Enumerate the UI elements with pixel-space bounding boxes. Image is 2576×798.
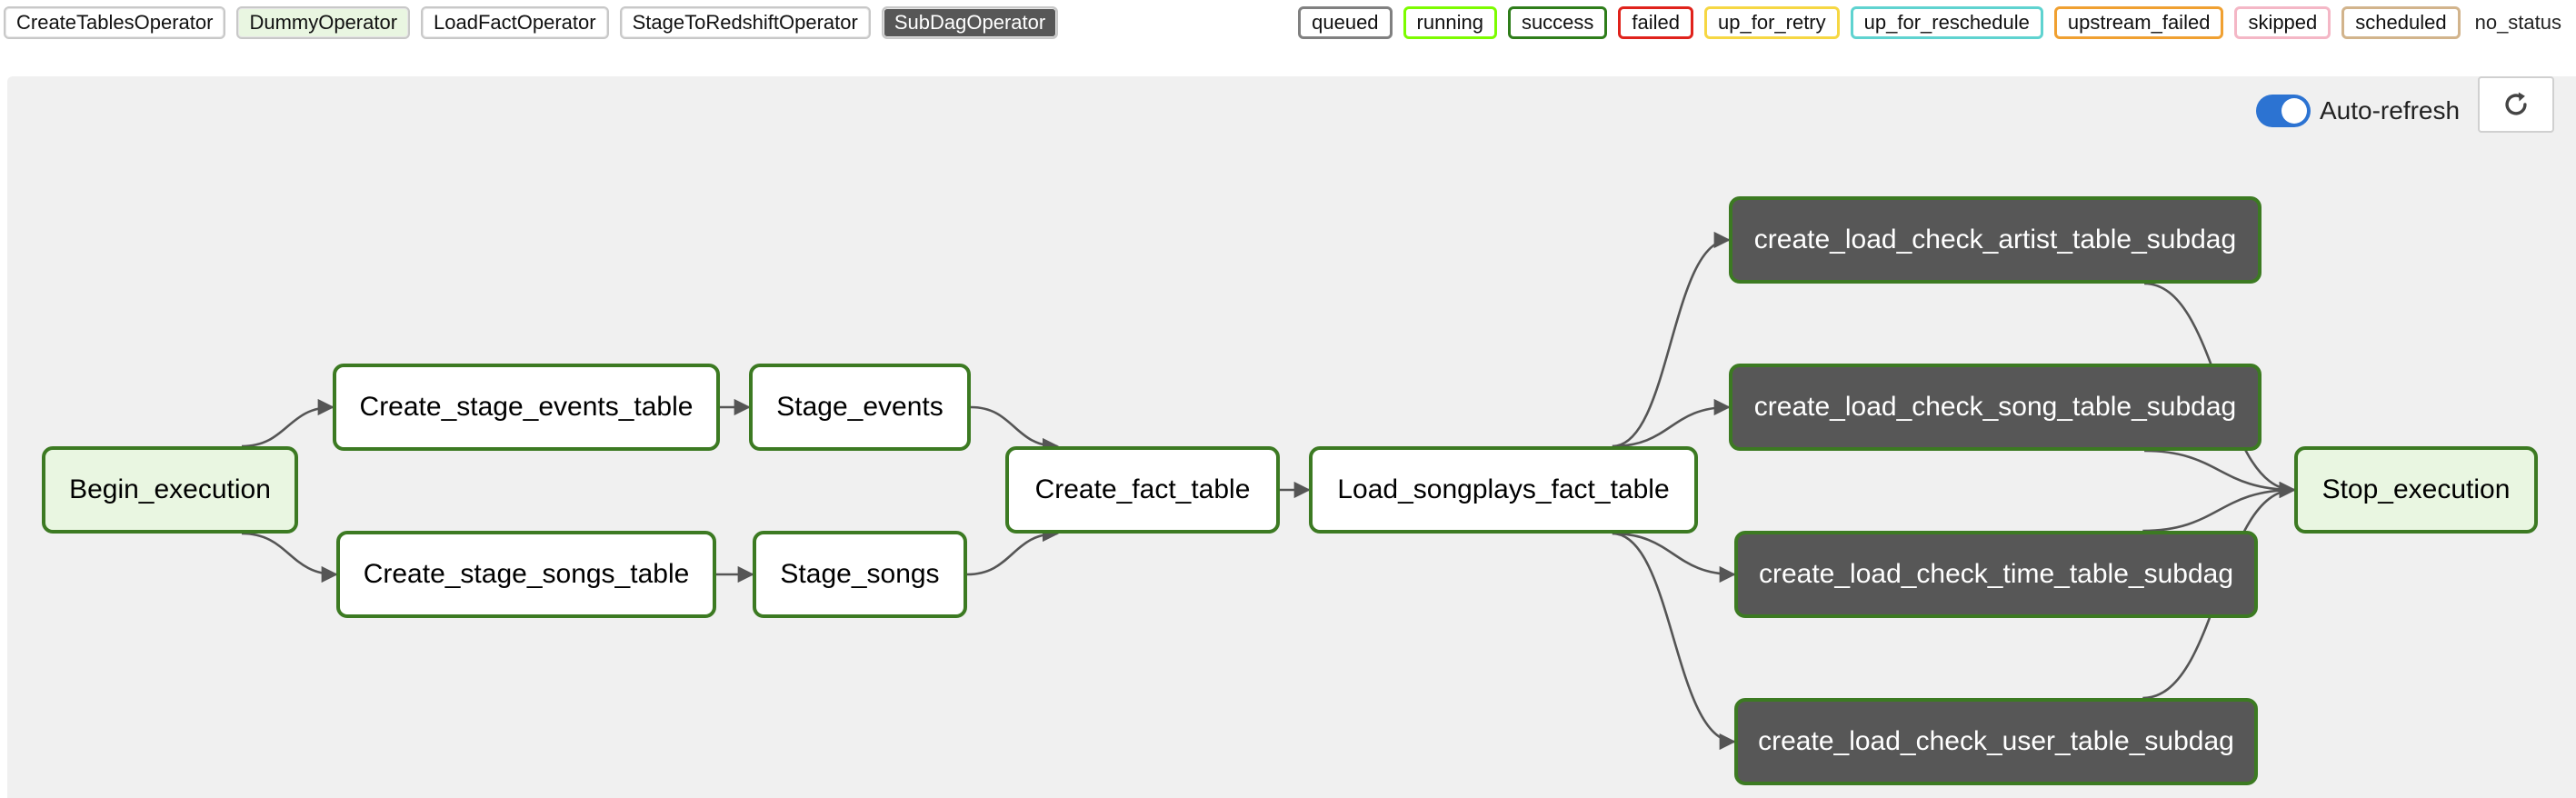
- legend-status-up-for-reschedule[interactable]: up_for_reschedule: [1850, 6, 2043, 39]
- legend-operator-loadfact[interactable]: LoadFactOperator: [421, 6, 609, 39]
- task-label: Create_fact_table: [1034, 474, 1251, 504]
- refresh-icon: [2505, 92, 2527, 115]
- legend-operator-stagetoredshift[interactable]: StageToRedshiftOperator: [619, 6, 871, 39]
- edge-load_songplays_fact_table-to-song_subdag: [1612, 398, 1731, 448]
- task-node-stage-events[interactable]: Stage_events: [749, 364, 971, 451]
- task-label: create_load_check_artist_table_subdag: [1753, 224, 2237, 254]
- task-node-begin-execution[interactable]: Begin_execution: [42, 446, 298, 534]
- task-node-user-subdag[interactable]: create_load_check_user_table_subdag: [1734, 698, 2258, 785]
- auto-refresh-control[interactable]: Auto-refresh: [2256, 93, 2460, 129]
- edge-time_subdag-to-stop_execution: [2142, 481, 2296, 533]
- task-label: Stage_events: [776, 392, 944, 422]
- task-label: create_load_check_time_table_subdag: [1758, 559, 2234, 589]
- status-legend: queued running success failed up_for_ret…: [1298, 5, 2565, 40]
- task-label: Stage_songs: [780, 559, 940, 589]
- edge-load_songplays_fact_table-to-user_subdag: [1612, 532, 1736, 751]
- edge-load_songplays_fact_table-to-artist_subdag: [1612, 231, 1731, 448]
- task-label: Create_stage_songs_table: [363, 559, 690, 589]
- auto-refresh-label: Auto-refresh: [2320, 96, 2461, 125]
- task-label: create_load_check_song_table_subdag: [1753, 392, 2237, 422]
- task-label: Create_stage_events_table: [359, 392, 694, 422]
- legend-operator-createtables[interactable]: CreateTablesOperator: [4, 6, 226, 39]
- dag-graph-canvas[interactable]: Begin_execution Create_stage_events_tabl…: [7, 76, 2576, 798]
- task-label: Stop_execution: [2321, 474, 2511, 504]
- refresh-button[interactable]: [2478, 76, 2554, 133]
- task-node-stage-songs[interactable]: Stage_songs: [753, 531, 967, 618]
- edge-stage_songs-to-create_fact_table: [966, 524, 1060, 576]
- auto-refresh-toggle[interactable]: [2256, 95, 2311, 127]
- legend-status-no-status[interactable]: no_status: [2471, 6, 2565, 39]
- task-node-stop-execution[interactable]: Stop_execution: [2294, 446, 2538, 534]
- legend-status-upstream-failed[interactable]: upstream_failed: [2053, 6, 2224, 39]
- task-node-artist-subdag[interactable]: create_load_check_artist_table_subdag: [1729, 196, 2261, 284]
- task-label: create_load_check_user_table_subdag: [1758, 726, 2234, 756]
- legend-operator-dummy[interactable]: DummyOperator: [236, 6, 411, 39]
- task-node-create-fact-table[interactable]: Create_fact_table: [1005, 446, 1280, 534]
- edge-begin_execution-to-create_stage_events_table: [241, 398, 334, 448]
- edge-begin_execution-to-create_stage_songs_table: [241, 532, 338, 584]
- edge-stage_events-to-create_fact_table: [970, 405, 1060, 455]
- legend-status-success[interactable]: success: [1507, 6, 1608, 39]
- legend-status-running[interactable]: running: [1403, 6, 1497, 39]
- legend-operator-subdag[interactable]: SubDagOperator: [881, 6, 1059, 39]
- edge-load_songplays_fact_table-to-time_subdag: [1612, 532, 1736, 584]
- toggle-knob: [2281, 98, 2307, 124]
- task-node-create-stage-songs-table[interactable]: Create_stage_songs_table: [336, 531, 716, 618]
- task-label: Load_songplays_fact_table: [1337, 474, 1670, 504]
- task-node-song-subdag[interactable]: create_load_check_song_table_subdag: [1729, 364, 2261, 451]
- legend-status-up-for-retry[interactable]: up_for_retry: [1704, 6, 1840, 39]
- task-node-create-stage-events-table[interactable]: Create_stage_events_table: [333, 364, 720, 451]
- legend-status-scheduled[interactable]: scheduled: [2341, 6, 2461, 39]
- task-label: Begin_execution: [69, 474, 271, 504]
- legend-status-failed[interactable]: failed: [1618, 6, 1694, 39]
- operator-legend: CreateTablesOperator DummyOperator LoadF…: [4, 5, 1069, 40]
- legend-status-skipped[interactable]: skipped: [2234, 6, 2331, 39]
- legend-status-queued[interactable]: queued: [1298, 6, 1393, 39]
- dag-edges: [241, 231, 2296, 751]
- edge-song_subdag-to-stop_execution: [2144, 449, 2296, 499]
- task-node-time-subdag[interactable]: create_load_check_time_table_subdag: [1734, 531, 2258, 618]
- task-node-load-songplays-fact-table[interactable]: Load_songplays_fact_table: [1309, 446, 1698, 534]
